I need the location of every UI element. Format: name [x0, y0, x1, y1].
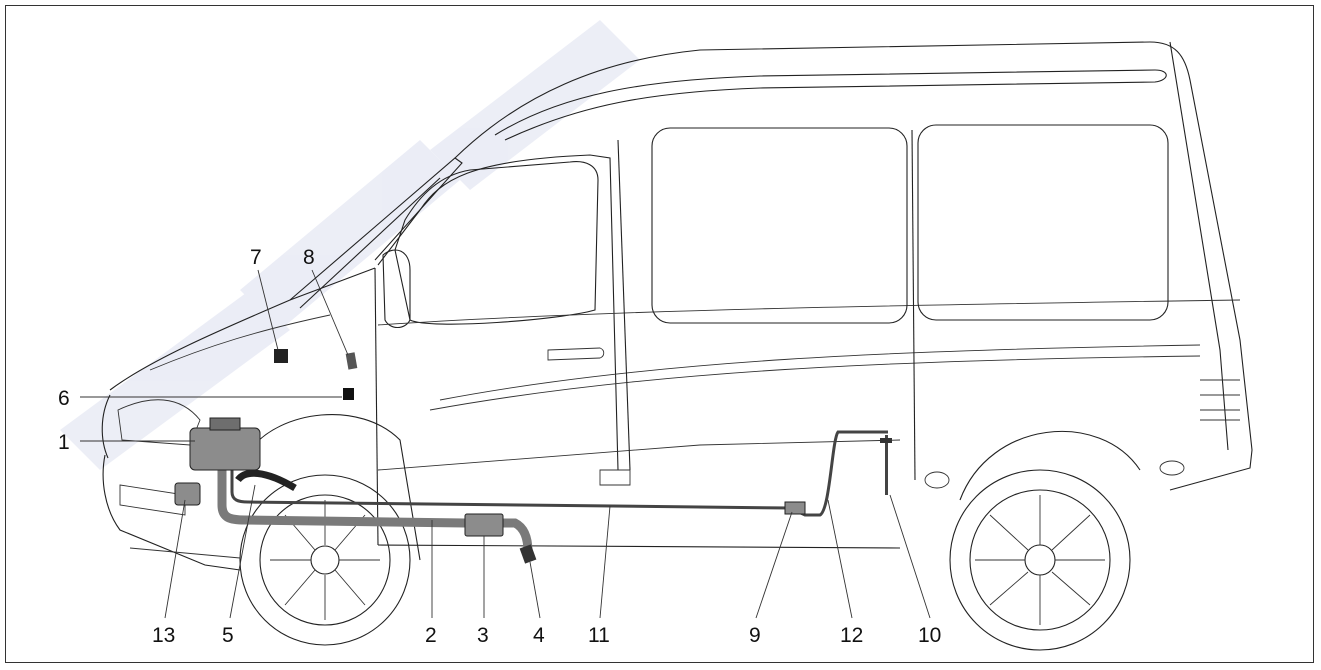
rear-wheel — [949, 430, 1141, 651]
callout-5: 5 — [222, 624, 234, 647]
callout-3: 3 — [477, 624, 489, 647]
watermark — [60, 20, 640, 470]
air-intake — [235, 469, 297, 492]
callouts: 1 2 3 4 5 6 7 8 9 10 11 12 13 — [58, 246, 941, 647]
control-module — [345, 352, 358, 370]
relay — [274, 349, 288, 363]
callout-4: 4 — [533, 624, 545, 647]
diagram-frame — [5, 5, 1314, 663]
callout-8: 8 — [303, 246, 315, 269]
exhaust-end — [519, 544, 537, 564]
callout-7: 7 — [250, 246, 262, 269]
callout-11: 11 — [588, 624, 610, 647]
fuel-standpipe — [885, 435, 888, 495]
callout-12: 12 — [840, 624, 863, 647]
heater-unit-detail — [209, 417, 241, 431]
exhaust-pipe — [217, 470, 533, 553]
callout-13: 13 — [152, 624, 175, 647]
callout-1: 1 — [58, 431, 70, 454]
callout-6: 6 — [58, 387, 70, 410]
fuel-standpipe-cap — [880, 438, 892, 443]
callout-2: 2 — [425, 624, 437, 647]
fuel-filter — [784, 501, 806, 515]
van-body — [101, 41, 1253, 571]
fuel-line — [230, 430, 888, 517]
leader-lines — [80, 269, 931, 619]
muffler — [464, 513, 504, 537]
callout-10: 10 — [918, 624, 941, 647]
front-wheel — [239, 413, 421, 646]
heater-unit — [189, 427, 261, 471]
callout-9: 9 — [749, 624, 761, 647]
water-pump — [174, 482, 201, 506]
fuse-holder — [343, 388, 354, 400]
